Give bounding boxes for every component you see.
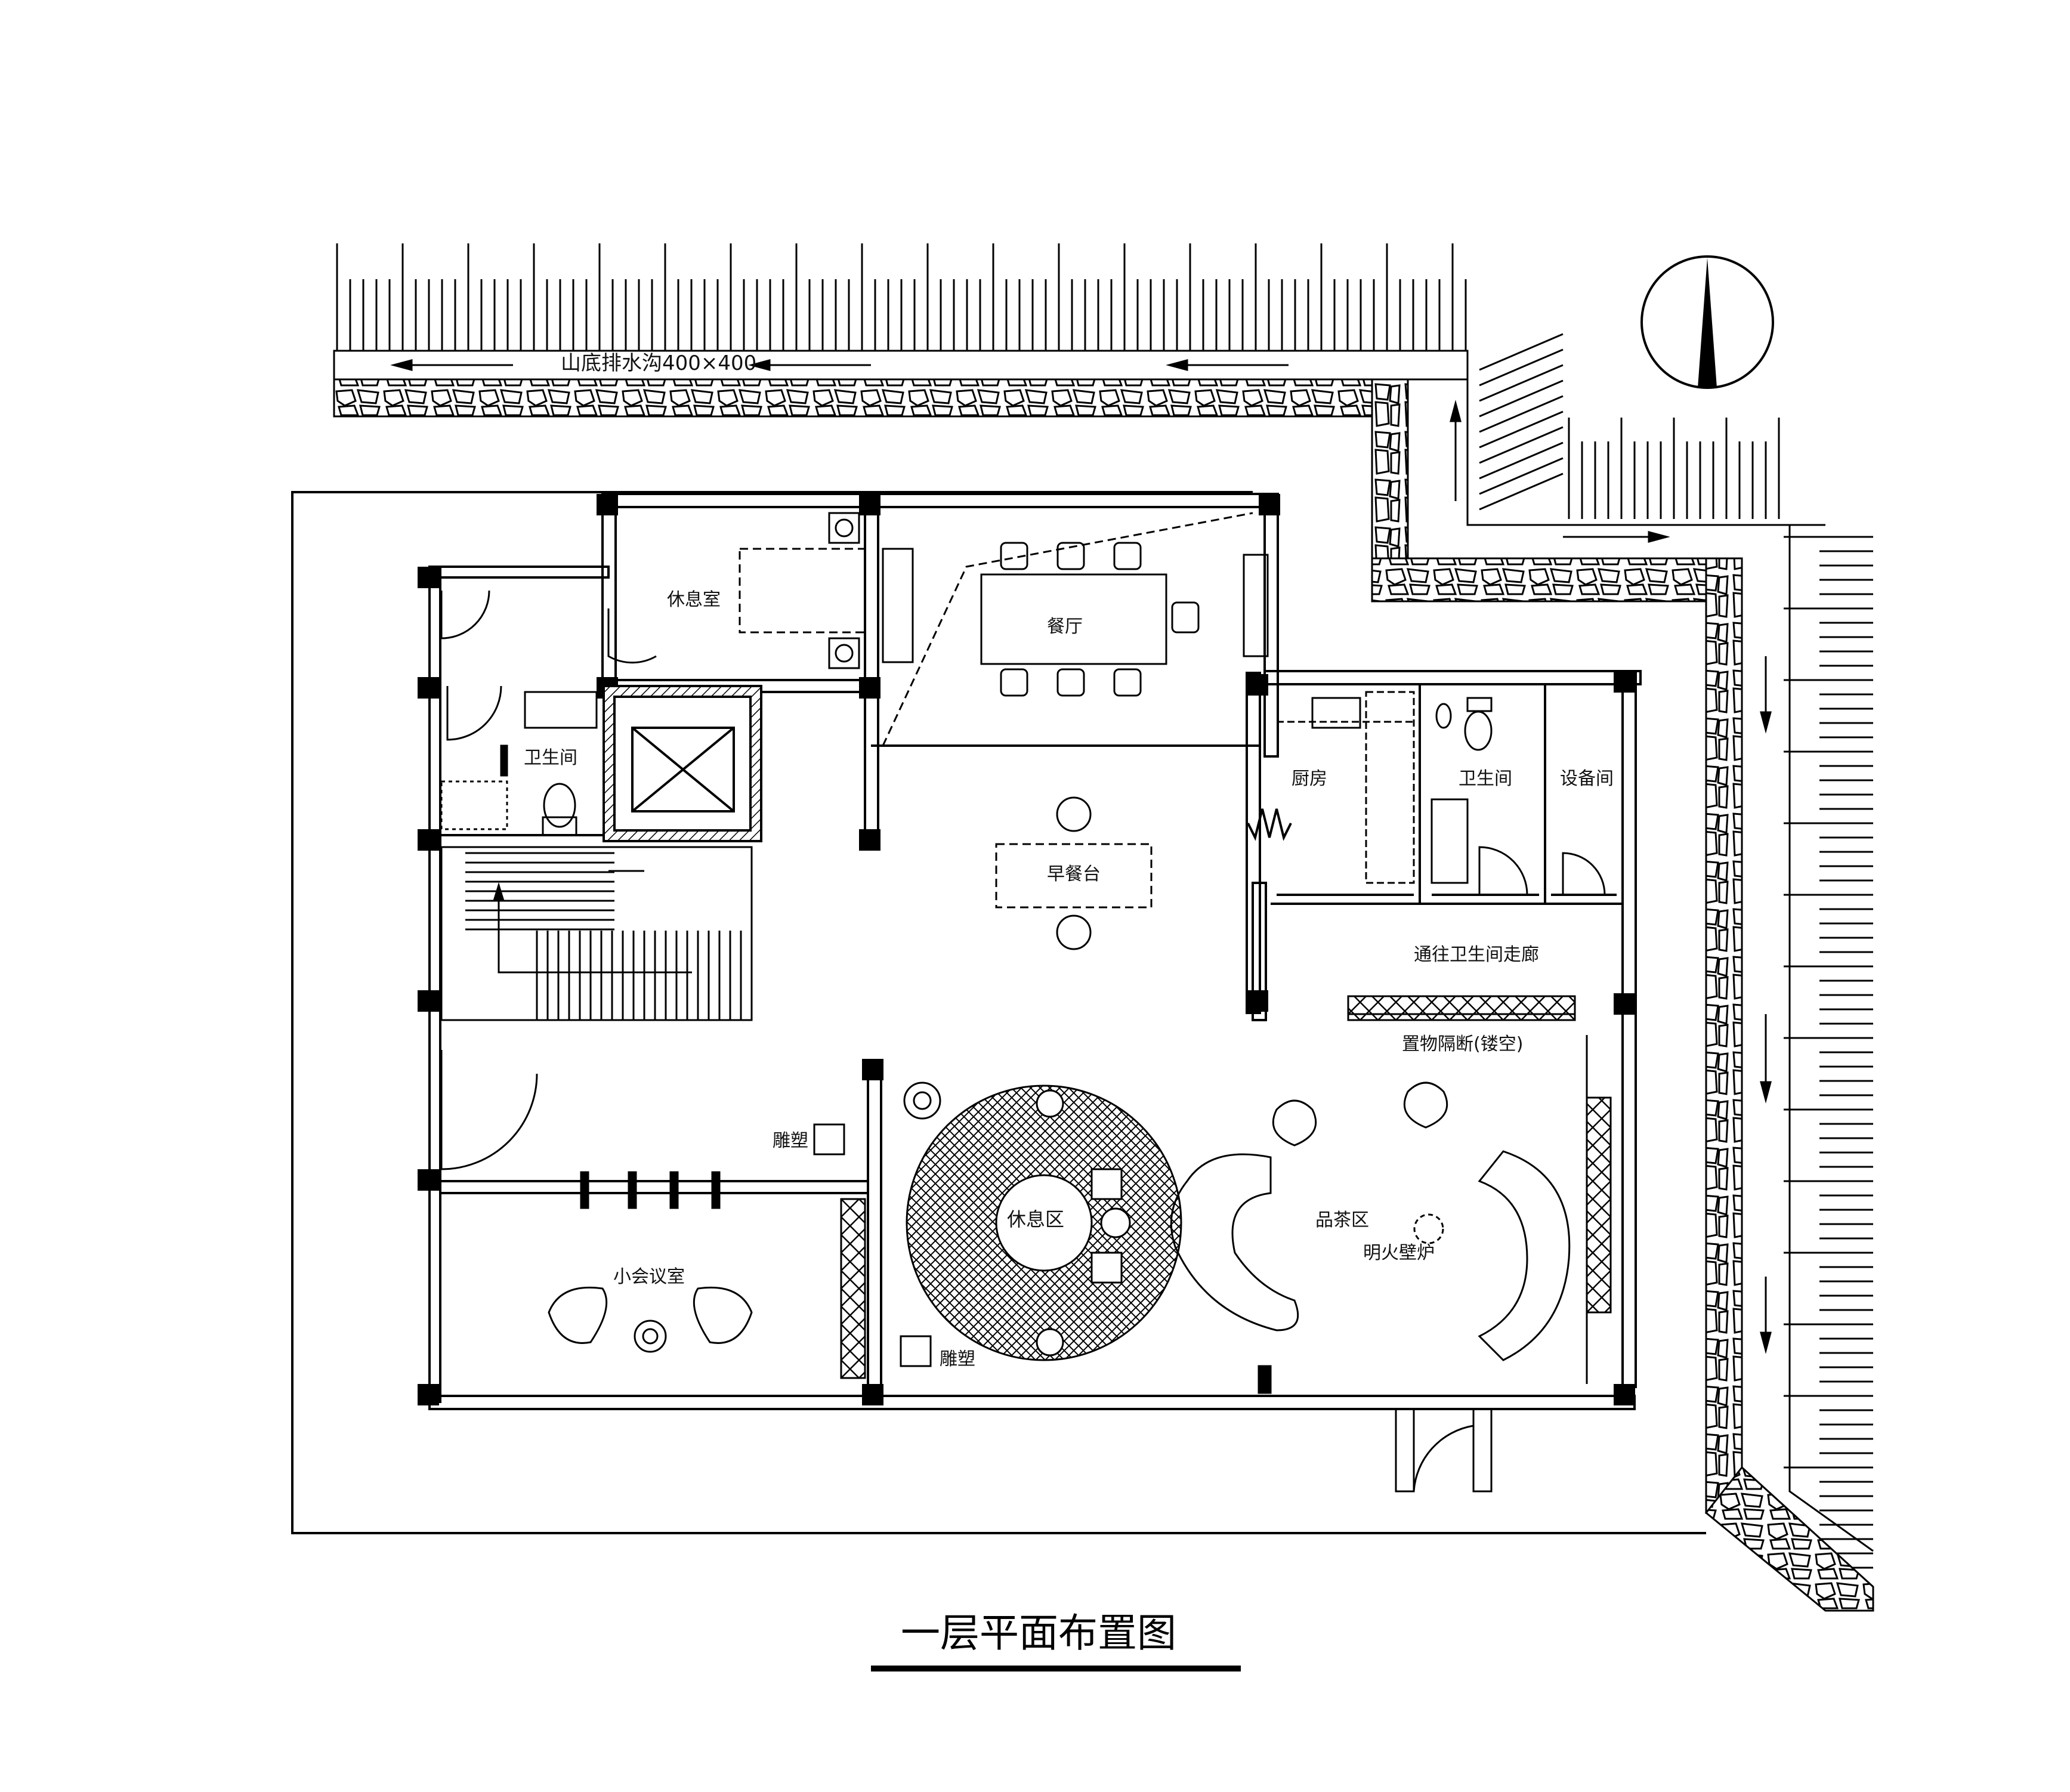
dining-furniture [882, 512, 1269, 746]
column [418, 677, 439, 699]
grass-hatch [1479, 379, 1564, 418]
label-meeting-room: 小会议室 [613, 1266, 685, 1287]
column [1614, 671, 1635, 693]
label-corridor: 通往卫生间走廊 [1414, 944, 1539, 965]
label-sculpture-bottom: 雕塑 [940, 1349, 975, 1370]
column [418, 829, 439, 851]
drain-stone-bottom [1704, 1466, 1874, 1612]
label-equipment: 设备间 [1560, 768, 1614, 789]
column [418, 567, 439, 588]
drain-stone-wall-top [333, 378, 1409, 418]
column [597, 494, 618, 515]
sculpture-box-top [813, 1123, 845, 1155]
dining-chair [1171, 601, 1200, 634]
label-rest-area: 休息区 [1007, 1208, 1064, 1231]
site-context [333, 243, 1874, 1612]
dining-chair [1113, 542, 1142, 570]
grass-hatch [1479, 441, 1564, 480]
grass-hatch [1479, 457, 1564, 495]
grass-hatch [1479, 348, 1564, 387]
bollard [580, 1171, 589, 1209]
grass-hatch [1479, 410, 1564, 449]
column [859, 829, 880, 851]
label-partition: 置物隔断(镂空) [1402, 1034, 1523, 1055]
bathroom-right-fixtures [1431, 697, 1493, 884]
column [1614, 1384, 1635, 1405]
doors [440, 590, 1606, 1493]
dining-chair [1000, 668, 1028, 697]
grass-hatch-far-right [1784, 536, 1873, 1569]
column [859, 677, 880, 699]
column [1614, 993, 1635, 1015]
site-boundary [291, 491, 1706, 1534]
drain-stone-corner-v [1371, 378, 1409, 560]
breakfast-bar-furniture [995, 796, 1153, 950]
title-underline [871, 1666, 1241, 1671]
meeting-room-furniture [548, 1171, 753, 1353]
column [418, 990, 439, 1012]
drawing-title: 一层平面布置图 [901, 1610, 1176, 1656]
column [1247, 674, 1268, 696]
grass-hatch-top [336, 243, 1467, 351]
staircase [440, 846, 753, 1021]
column [418, 1384, 439, 1405]
column [418, 1169, 439, 1191]
bollard [628, 1171, 637, 1209]
drain-stone-wall-right [1705, 557, 1743, 1514]
label-fireplace: 明火壁炉 [1363, 1243, 1435, 1263]
column [862, 1384, 883, 1405]
drain-label: 山底排水沟400×400 [561, 351, 756, 375]
north-arrow-icon [1640, 255, 1774, 389]
dining-chair [1000, 542, 1028, 570]
elevator-shaft [603, 685, 762, 842]
column [1247, 990, 1268, 1012]
dining-chair [1056, 668, 1085, 697]
dining-chair [1056, 542, 1085, 570]
label-sculpture-top: 雕塑 [773, 1130, 808, 1151]
grass-hatch [1479, 333, 1564, 371]
label-tea-area: 品茶区 [1315, 1210, 1369, 1231]
lounge-furniture [739, 512, 914, 669]
drain-stone-corner-h [1371, 557, 1743, 603]
label-bathroom-left: 卫生间 [524, 747, 577, 768]
label-kitchen: 厨房 [1292, 768, 1327, 789]
bollard [669, 1171, 679, 1209]
partition-screens [840, 995, 1612, 1384]
bollard [711, 1171, 721, 1209]
label-lounge: 休息室 [667, 589, 721, 610]
drain-corner-edge [1466, 351, 1825, 526]
column [1259, 494, 1280, 515]
label-dining: 餐厅 [1047, 616, 1083, 637]
grass-hatch [1479, 472, 1564, 511]
grass-hatch [1479, 426, 1564, 464]
label-breakfast-bar: 早餐台 [1047, 864, 1101, 885]
column [859, 494, 880, 515]
dining-chair [1113, 668, 1142, 697]
kitchen-fixtures [1247, 691, 1415, 884]
tea-area-furniture [1170, 1082, 1571, 1394]
label-bathroom-right: 卫生间 [1459, 768, 1512, 789]
grass-hatch [1479, 395, 1564, 433]
sculpture-box-bottom [900, 1335, 932, 1367]
drain-arrows-top [390, 359, 1289, 371]
column [862, 1059, 883, 1080]
grass-hatch-right [1479, 333, 1780, 519]
bathroom-left-fixtures [440, 691, 598, 836]
rest-area-round-sofa [903, 1082, 1182, 1361]
grass-hatch [1479, 364, 1564, 402]
structural-columns [418, 494, 1635, 1405]
